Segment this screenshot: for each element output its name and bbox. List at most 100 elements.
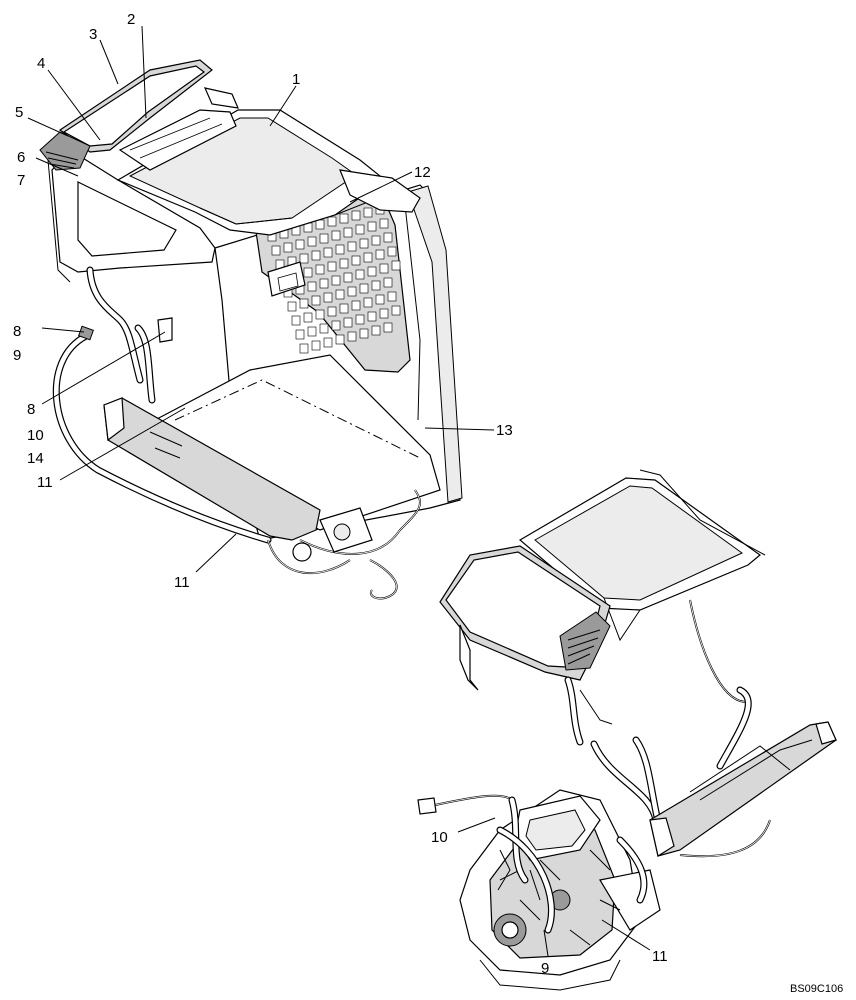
grille-hole <box>343 317 353 328</box>
grille-hole <box>331 230 341 241</box>
grille-hole <box>303 312 313 323</box>
grille-hole <box>347 286 357 297</box>
grille-hole <box>371 280 381 291</box>
callout-8-lower: 8 <box>27 401 35 418</box>
left-duct-assembly <box>52 266 421 600</box>
callout-11-upper: 11 <box>37 474 53 491</box>
grille-hole <box>371 325 381 336</box>
grille-hole <box>311 295 321 306</box>
cab-frame <box>47 149 463 541</box>
grille-hole <box>319 233 329 244</box>
grille-hole <box>355 269 365 280</box>
callout-5: 5 <box>15 104 23 121</box>
grille-hole <box>335 289 345 300</box>
callout-9-upper: 9 <box>13 347 21 364</box>
hvac-unit-exploded <box>439 469 837 858</box>
grille-hole <box>347 241 357 252</box>
hvac-housing-installed <box>39 59 421 236</box>
callout-13: 13 <box>496 422 513 439</box>
grille-hole <box>283 242 293 253</box>
callout-11-lower: 11 <box>652 948 668 965</box>
grille-hole <box>299 343 309 354</box>
callout-10-lower: 10 <box>431 829 448 846</box>
grille-hole <box>347 331 357 342</box>
grille-hole <box>387 291 397 302</box>
grille-hole <box>287 301 297 312</box>
grille-hole <box>339 213 349 224</box>
callout-1: 1 <box>292 71 300 88</box>
grille-hole <box>331 275 341 286</box>
grille-hole <box>363 207 373 218</box>
grille-hole <box>339 303 349 314</box>
grille-hole <box>299 298 309 309</box>
grille-hole <box>391 305 401 316</box>
callout-7: 7 <box>17 172 25 189</box>
grille-hole <box>335 244 345 255</box>
grille-hole <box>351 255 361 266</box>
callout-2: 2 <box>127 11 135 28</box>
callout-6: 6 <box>17 149 25 166</box>
callout-11-middle: 11 <box>174 574 190 591</box>
grille-hole <box>315 309 325 320</box>
callout-8-upper: 8 <box>13 323 21 340</box>
grille-hole <box>323 292 333 303</box>
grille-hole <box>343 272 353 283</box>
grille-hole <box>311 340 321 351</box>
grille-hole <box>331 320 341 331</box>
grille-hole <box>295 239 305 250</box>
engine <box>417 789 661 991</box>
grille-hole <box>383 322 393 333</box>
grille-hole <box>319 323 329 334</box>
callout-10-upper: 10 <box>27 427 44 444</box>
grille-hole <box>367 266 377 277</box>
grille-hole <box>327 216 337 227</box>
callout-labels: 1 2 3 4 5 6 7 8 9 8 10 14 11 11 12 13 10… <box>13 11 843 995</box>
grille-hole <box>371 235 381 246</box>
grille-hole <box>359 238 369 249</box>
grille-hole <box>391 260 401 271</box>
grille-hole <box>343 227 353 238</box>
grille-hole <box>363 252 373 263</box>
grille-hole <box>327 306 337 317</box>
grille-hole <box>383 277 393 288</box>
grille-hole <box>379 218 389 229</box>
grille-hole <box>307 236 317 247</box>
grille-hole <box>327 261 337 272</box>
callout-4: 4 <box>37 55 45 72</box>
grille-hole <box>323 337 333 348</box>
grille-hole <box>375 249 385 260</box>
grille-hole <box>271 245 281 256</box>
grille-hole <box>303 267 313 278</box>
grille-hole <box>315 264 325 275</box>
grille-hole <box>355 314 365 325</box>
grille-hole <box>367 311 377 322</box>
callout-9-lower: 9 <box>541 960 549 977</box>
grille-hole <box>315 219 325 230</box>
grille-hole <box>335 334 345 345</box>
grille-hole <box>351 210 361 221</box>
grille-hole <box>295 329 305 340</box>
grille-hole <box>323 247 333 258</box>
grille-hole <box>291 315 301 326</box>
grille-hole <box>387 246 397 257</box>
callout-12: 12 <box>414 164 431 181</box>
callout-14: 14 <box>27 450 44 467</box>
grille-hole <box>367 221 377 232</box>
grille-hole <box>307 281 317 292</box>
grille-hole <box>375 294 385 305</box>
grille-hole <box>307 326 317 337</box>
leader-lines <box>27 25 651 957</box>
grille-hole <box>351 300 361 311</box>
grille-hole <box>355 224 365 235</box>
grille-hole <box>363 297 373 308</box>
grille-hole <box>311 250 321 261</box>
grille-hole <box>299 253 309 264</box>
grille-hole <box>379 263 389 274</box>
grille-hole <box>359 328 369 339</box>
grille-hole <box>379 308 389 319</box>
grille-hole <box>359 283 369 294</box>
grille-hole <box>383 232 393 243</box>
drawing-code: BS09C106 <box>790 983 843 995</box>
grille-hole <box>339 258 349 269</box>
